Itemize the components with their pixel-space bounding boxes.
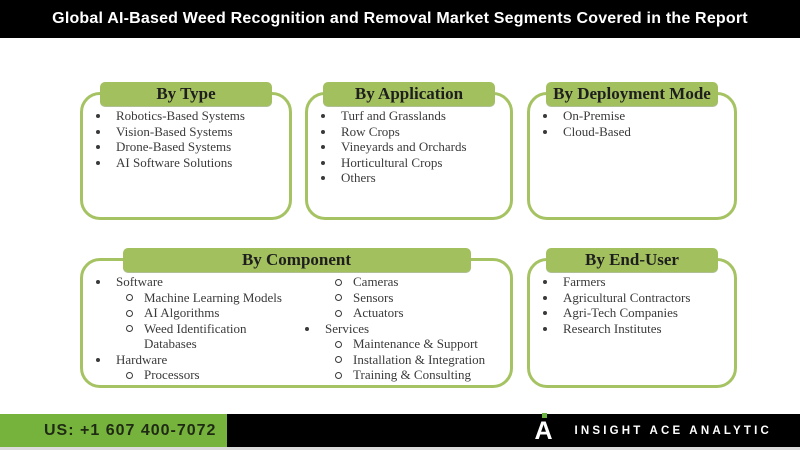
list-item: Hardware xyxy=(83,352,295,368)
list-item: Installation & Integration xyxy=(301,352,504,368)
logo-dot-icon xyxy=(542,412,548,418)
list-item: Training & Consulting xyxy=(301,367,504,383)
list-item: AI Algorithms xyxy=(83,305,295,321)
list-item: Actuators xyxy=(301,305,504,321)
brand-name: INSIGHT ACE ANALYTIC xyxy=(574,424,772,437)
segment-heading-by-deployment-mode: By Deployment Mode xyxy=(546,82,718,106)
list-item: Row Crops xyxy=(308,124,504,140)
list-item: Machine Learning Models xyxy=(83,290,295,306)
title-bar: Global AI-Based Weed Recognition and Rem… xyxy=(0,0,800,38)
footer-bar: US: +1 607 400-7072 A INSIGHT ACE ANALYT… xyxy=(0,412,800,447)
list-item: Turf and Grasslands xyxy=(308,108,504,124)
phone-badge: US: +1 607 400-7072 xyxy=(0,414,227,447)
segment-heading-by-end-user: By End-User xyxy=(546,248,718,272)
list-item: Agricultural Contractors xyxy=(530,290,728,306)
brand-lockup: A INSIGHT ACE ANALYTIC xyxy=(534,412,800,445)
list-item: Sensors xyxy=(301,290,504,306)
segment-heading-by-component: By Component xyxy=(122,248,471,272)
list-item: Vineyards and Orchards xyxy=(308,139,504,155)
list-item: AI Software Solutions xyxy=(83,155,283,171)
list-item: Horticultural Crops xyxy=(308,155,504,171)
list-item: Software xyxy=(83,274,295,290)
list-item: Services xyxy=(301,321,504,337)
list-item: Cloud-Based xyxy=(530,124,728,140)
page-title: Global AI-Based Weed Recognition and Rem… xyxy=(52,10,748,27)
segment-heading-by-type: By Type xyxy=(100,82,272,106)
logo-letter: A xyxy=(534,416,553,445)
segment-heading-by-application: By Application xyxy=(323,82,495,106)
list-item: On-Premise xyxy=(530,108,728,124)
list-item: Maintenance & Support xyxy=(301,336,504,352)
list-item: Vision-Based Systems xyxy=(83,124,283,140)
list-item: Agri-Tech Companies xyxy=(530,305,728,321)
list-item: Processors xyxy=(83,367,295,383)
list-item: Farmers xyxy=(530,274,728,290)
bottom-strip xyxy=(0,447,800,450)
list-item: Others xyxy=(308,170,504,186)
list-item: Drone-Based Systems xyxy=(83,139,283,155)
insight-ace-logo-icon: A xyxy=(534,412,558,445)
list-item: Weed Identification Databases xyxy=(83,321,295,352)
list-item: Research Institutes xyxy=(530,321,728,337)
list-item: Cameras xyxy=(301,274,504,290)
list-item: Robotics-Based Systems xyxy=(83,108,283,124)
